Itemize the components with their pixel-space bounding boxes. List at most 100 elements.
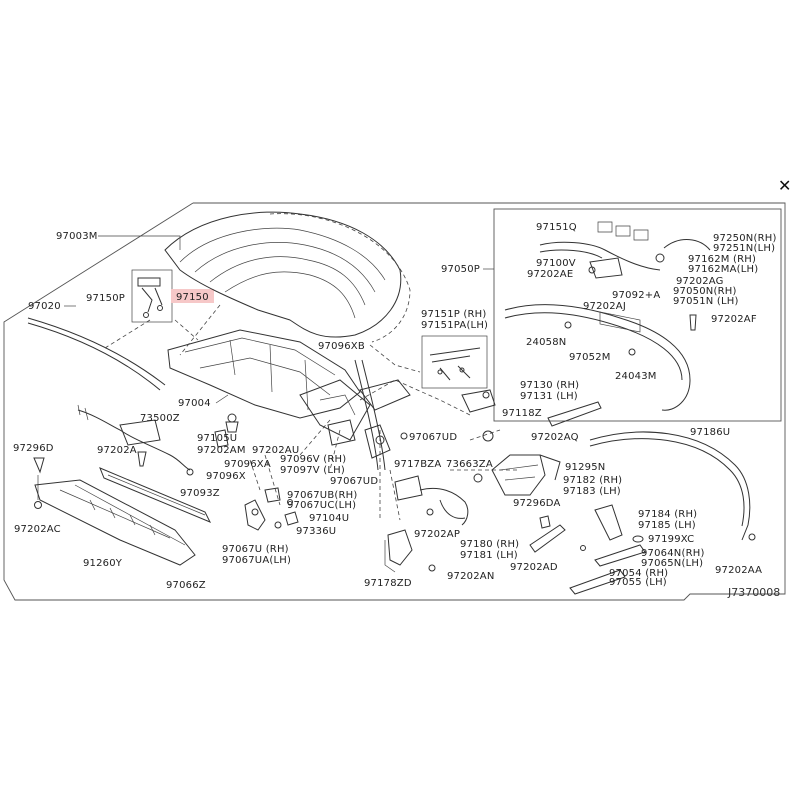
- label-91295n: 91295N: [565, 462, 606, 473]
- close-icon[interactable]: ✕: [778, 176, 791, 195]
- label-97151pa: 97151PA(LH): [421, 320, 488, 331]
- bolt-cluster-left: [214, 413, 239, 448]
- trim-97180: [529, 515, 566, 553]
- label-97150: 97150: [176, 292, 209, 303]
- label-24058n: 24058N: [526, 337, 567, 348]
- rear-bracket-91260y: [34, 479, 196, 566]
- label-97131: 97131 (LH): [520, 391, 578, 402]
- label-97096xb: 97096XB: [318, 341, 365, 352]
- wiring-harness-73500z: [77, 404, 194, 476]
- label-97184: 97184 (RH): [638, 509, 697, 520]
- label-97097v: 97097V (LH): [280, 465, 345, 476]
- label-24043m: 24043M: [615, 371, 657, 382]
- bracket-inset-frame: [421, 335, 488, 389]
- label-97178zd: 97178ZD: [364, 578, 412, 589]
- label-97185: 97185 (LH): [638, 520, 696, 531]
- label-97202ad: 97202AD: [510, 562, 558, 573]
- detail-inset-frame: [493, 208, 782, 422]
- label-73663za: 73663ZA: [446, 459, 493, 470]
- label-97202au: 97202AU: [252, 445, 299, 456]
- label-97104u: 97104U: [309, 513, 349, 524]
- label-97067ud: 97067UD: [409, 432, 457, 443]
- label-97202af: 97202AF: [711, 314, 757, 325]
- label-97336u: 97336U: [296, 526, 336, 537]
- label-97051n: 97051N (LH): [673, 296, 739, 307]
- label-73500z: 73500Z: [140, 413, 180, 424]
- label-97202aa: 97202AA: [715, 565, 762, 576]
- front-seal-strip: [27, 317, 166, 391]
- latch-97178zd: [384, 529, 436, 573]
- label-97202ac: 97202AC: [14, 524, 61, 535]
- bracket-parts: [429, 347, 481, 381]
- label-97100v: 97100V: [536, 258, 576, 269]
- label-97183: 97183 (LH): [563, 486, 621, 497]
- label-97118z: 97118Z: [502, 408, 542, 419]
- label-97067uc: 97067UC(LH): [287, 500, 356, 511]
- label-97067u: 97067U (RH): [222, 544, 289, 555]
- bolt-cluster-center: [400, 389, 496, 442]
- label-97067ub: 97067UB(RH): [287, 490, 357, 501]
- label-97296da: 97296DA: [513, 498, 561, 509]
- clip-97296d: [33, 457, 45, 509]
- label-9717bza: 9717BZA: [394, 459, 441, 470]
- roof-edge-strip-97186u: [589, 431, 756, 541]
- label-97020: 97020: [28, 301, 61, 312]
- label-97093z: 97093Z: [180, 488, 220, 499]
- label-97064n: 97064N(RH): [641, 548, 705, 559]
- part-labels: 97003M 97020 97150P 97150 97004 97096XB …: [13, 222, 777, 591]
- sensor-9717bza: [394, 475, 469, 526]
- label-97202aq: 97202AQ: [531, 432, 579, 443]
- soft-top-roof: [164, 211, 411, 343]
- label-97162m: 97162M (RH): [688, 254, 756, 265]
- top-frame-assembly: [167, 329, 371, 441]
- trim-strip-97130: [547, 401, 602, 427]
- label-97065n: 97065N(LH): [641, 558, 703, 569]
- label-97182: 97182 (RH): [563, 475, 622, 486]
- label-97202a: 97202A: [97, 445, 137, 456]
- dashed-leaders: [104, 304, 520, 521]
- label-97130: 97130 (RH): [520, 380, 579, 391]
- label-97202ap: 97202AP: [414, 529, 460, 540]
- label-97151q: 97151Q: [536, 222, 577, 233]
- label-97202an: 97202AN: [447, 571, 495, 582]
- label-97199xc: 97199XC: [648, 534, 694, 545]
- bolt-97202a: [137, 451, 147, 467]
- trim-97182: [594, 504, 623, 541]
- diagram-code: J7370008: [727, 586, 780, 599]
- label-97202ae: 97202AE: [527, 269, 573, 280]
- label-97250n: 97250N(RH): [713, 233, 777, 244]
- label-97202am: 97202AM: [197, 445, 246, 456]
- label-97050p: 97050P: [441, 264, 480, 275]
- label-97180: 97180 (RH): [460, 539, 519, 550]
- label-97150p: 97150P: [86, 293, 125, 304]
- linkage-arms: [327, 359, 411, 471]
- label-97151p: 97151P (RH): [421, 309, 487, 320]
- label-97105u: 97105U: [197, 433, 237, 444]
- diagram-frame: [3, 202, 786, 601]
- label-97096v: 97096V (RH): [280, 454, 346, 465]
- label-97066z: 97066Z: [166, 580, 206, 591]
- inset-rail-97052m: [504, 304, 697, 411]
- trim-97054: [569, 535, 646, 595]
- label-97202ag: 97202AG: [676, 276, 724, 287]
- label-97004: 97004: [178, 398, 211, 409]
- label-97067ua: 97067UA(LH): [222, 555, 291, 566]
- label-97050n: 97050N(RH): [673, 286, 737, 297]
- seal-rail-97093z: [99, 467, 212, 523]
- label-97052m: 97052M: [569, 352, 611, 363]
- label-97096xa: 97096XA: [224, 459, 271, 470]
- label-97055: 97055 (LH): [609, 577, 667, 588]
- label-91260y: 91260Y: [83, 558, 123, 569]
- hinge-link-97067u: [244, 487, 299, 531]
- label-97296d: 97296D: [13, 443, 54, 454]
- label-97092a: 97092+A: [612, 290, 660, 301]
- label-97202aj: 97202AJ: [583, 301, 626, 312]
- label-97067ud-2: 97067UD: [330, 476, 378, 487]
- label-97251n: 97251N(LH): [713, 243, 775, 254]
- label-97003m: 97003M: [56, 231, 98, 242]
- label-97186u: 97186U: [690, 427, 730, 438]
- label-97096x: 97096X: [206, 471, 246, 482]
- motor-91295n: [473, 454, 561, 496]
- inset-cable-assy: [539, 221, 711, 279]
